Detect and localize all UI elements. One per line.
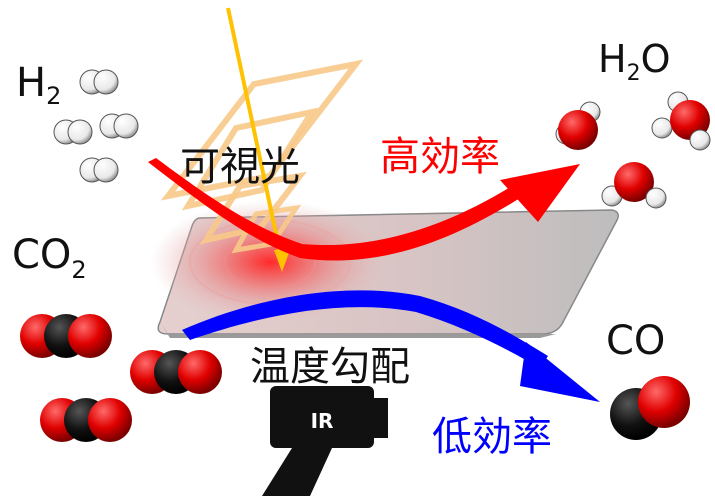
low-efficiency-arrow	[182, 290, 600, 402]
high-efficiency-arrow	[148, 158, 580, 261]
h2-label: H2	[16, 60, 61, 110]
co2-label: CO2	[12, 232, 87, 284]
temperature-gradient-label: 温度勾配	[250, 344, 410, 390]
co2-molecules	[20, 314, 222, 442]
h2o-label: H2O	[598, 37, 671, 86]
visible-light-label: 可視光	[180, 144, 300, 190]
h2o-molecules	[555, 91, 711, 209]
ir-camera: IR	[262, 386, 388, 496]
h2-molecules	[53, 69, 139, 183]
co-label: CO	[606, 318, 665, 364]
ir-label: IR	[311, 409, 334, 433]
co-molecule	[610, 376, 690, 440]
high-efficiency-label: 高効率	[380, 134, 500, 180]
low-efficiency-label: 低効率	[432, 414, 552, 460]
